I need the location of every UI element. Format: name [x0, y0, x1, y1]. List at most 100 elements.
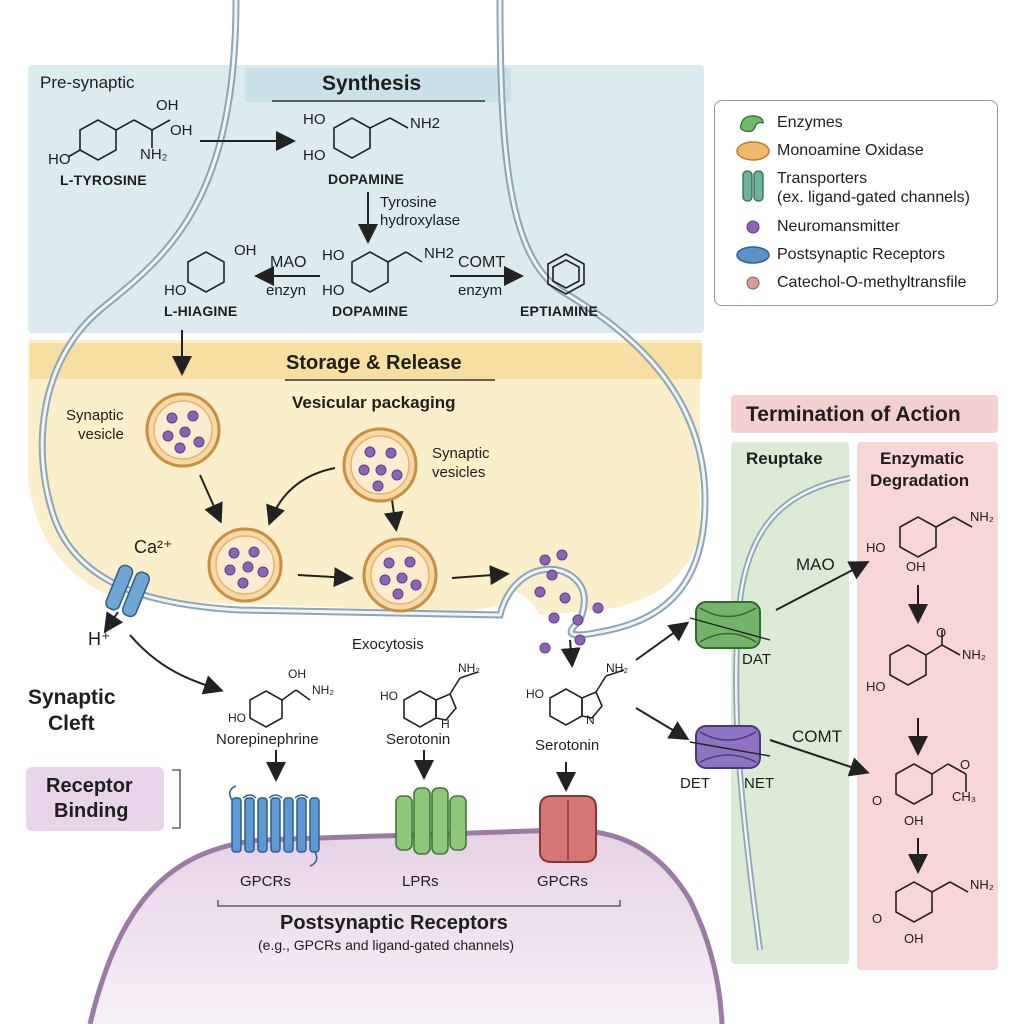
serotonin-ring-1	[403, 690, 437, 728]
deg1-nh2: NH₂	[970, 509, 994, 524]
legend-label-transporters: Transporters	[777, 170, 868, 187]
degradation-ring-4	[895, 881, 933, 923]
postsynaptic-title: Postsynaptic Receptors	[280, 912, 508, 934]
norepinephrine-label: Norepinephrine	[216, 731, 319, 748]
neurotransmitter-icon	[746, 220, 760, 234]
dat-label: DAT	[742, 651, 771, 668]
net-transporter	[689, 725, 771, 769]
synaptic-cleft-label-line2: Cleft	[48, 712, 95, 735]
deg4-o: O	[872, 911, 883, 926]
receptor-binding-bracket	[172, 769, 181, 829]
legend-item-enzymes: Enzymes	[715, 111, 995, 135]
degradation-ring-2	[889, 644, 927, 686]
hiagine-ring	[187, 251, 225, 293]
arrow-to-net	[635, 707, 690, 741]
postsynaptic-membrane	[87, 827, 725, 1024]
comt-label: COMT	[458, 254, 506, 271]
lprs-label: LPRs	[402, 873, 439, 890]
dopamine-ring-top	[333, 117, 371, 159]
legend-item-neurotransmitter: Neuromansmitter	[715, 215, 995, 239]
calcium-label: Ca²⁺	[134, 537, 173, 557]
arrow-vesicle-1	[199, 474, 223, 524]
norepinephrine-ho: HO	[228, 711, 246, 725]
storage-title-bg	[30, 343, 702, 379]
receptor-binding-label-line1: Receptor	[46, 775, 133, 797]
deg3-o: O	[960, 757, 971, 772]
postsynaptic-membrane-fill	[90, 829, 722, 1024]
deg3-oh: OH	[904, 813, 924, 828]
tyrosine-oh-label: OH	[156, 97, 179, 114]
synaptic-vesicle-label-line1: Synaptic	[66, 407, 124, 424]
transporter-icon	[742, 170, 764, 202]
arrow-net-comt	[769, 739, 870, 777]
deg3-o2: O	[872, 793, 883, 808]
gpcr-receptor-1	[229, 785, 320, 867]
l-tyrosine-label: L-TYROSINE	[60, 172, 147, 188]
mao-enzyme-label: enzyn	[266, 282, 307, 299]
serotonin1-ho: HO	[380, 689, 398, 703]
termination-title-bg	[731, 395, 998, 433]
comt-enzyme-label: enzym	[458, 282, 503, 299]
mao-label: MAO	[270, 254, 307, 271]
mao-icon	[736, 141, 770, 161]
deg1-oh: OH	[906, 559, 926, 574]
arrow-proton	[103, 611, 124, 634]
hiagine-ho-label: HO	[164, 282, 187, 299]
legend-item-mao: Monoamine Oxidase	[715, 139, 995, 163]
deg4-nh2: NH₂	[970, 877, 994, 892]
serotonin1-nh2: NH₂	[458, 661, 480, 675]
deg2-o: O	[936, 625, 947, 640]
arrow-exocytosis	[560, 639, 581, 668]
degradation-panel	[857, 442, 998, 970]
synaptic-cleft-label-line1: Synaptic	[28, 686, 116, 709]
net-label: NET	[744, 775, 774, 792]
legend-label-enzymes: Enzymes	[777, 114, 843, 131]
legend-label-receptors: Postsynaptic Receptors	[777, 246, 946, 263]
arrow-vesicle-5	[451, 565, 510, 586]
deg4-oh: OH	[904, 931, 924, 946]
arrow-to-dat	[635, 621, 690, 661]
hiagine-oh-label: OH	[234, 242, 257, 259]
dopamine-mid-label: DOPAMINE	[332, 303, 409, 319]
comt-icon	[746, 276, 760, 290]
tyrosine-hydroxylase-line1: Tyrosine	[380, 194, 437, 211]
dopamine-nh2-label: NH2	[410, 115, 441, 132]
deg2-nh2: NH₂	[962, 647, 986, 662]
legend-item-receptors: Postsynaptic Receptors	[715, 243, 995, 267]
eptiamine-label: EPTIAMINE	[520, 303, 599, 319]
synaptic-vesicles-label-line2: vesicles	[432, 464, 486, 481]
legend: Enzymes Monoamine Oxidase Transporters (…	[714, 100, 998, 306]
tyrosine-hydroxylase-line2: hydroxylase	[380, 212, 461, 229]
termination-comt-label: COMT	[792, 727, 843, 746]
serotonin-ring-2	[549, 688, 583, 726]
synthesis-title: Synthesis	[322, 72, 422, 95]
neurotransmitter-dots	[162, 410, 604, 654]
norepinephrine-oh: OH	[288, 667, 306, 681]
enzyme-icon	[739, 115, 764, 133]
legend-item-comt: Catechol-O-methyltransfile	[715, 271, 995, 295]
tyrosine-ho-label: HO	[48, 151, 71, 168]
serotonin2-n: N	[586, 713, 595, 727]
dopamine-ho-label: HO	[303, 111, 326, 128]
exocytosis-label: Exocytosis	[352, 636, 424, 653]
reuptake-label: Reuptake	[746, 449, 823, 468]
serotonin-label-2: Serotonin	[535, 737, 600, 754]
proton-label: H⁺	[88, 629, 111, 649]
dopamine-mid-ho2-label: HO	[322, 282, 345, 299]
dopamine-mid-nh2-label: NH2	[424, 245, 455, 262]
serotonin1-h: H	[441, 717, 450, 731]
synaptic-vesicle-label-line2: vesicle	[78, 426, 124, 443]
dopamine-mid-ho-label: HO	[322, 247, 345, 264]
receptor-binding-bg	[26, 767, 164, 831]
lpr-receptor	[395, 787, 467, 855]
storage-title: Storage & Release	[286, 352, 462, 374]
legend-item-transporters: Transporters (ex. ligand-gated channels)	[715, 169, 995, 209]
degradation-ring-1	[899, 516, 937, 558]
calcium-channel	[105, 564, 151, 618]
serotonin-label-1: Serotonin	[386, 731, 451, 748]
synthesis-panel	[28, 65, 704, 333]
arrow-vesicle-3	[383, 499, 404, 532]
termination-mao-label: MAO	[796, 555, 835, 574]
